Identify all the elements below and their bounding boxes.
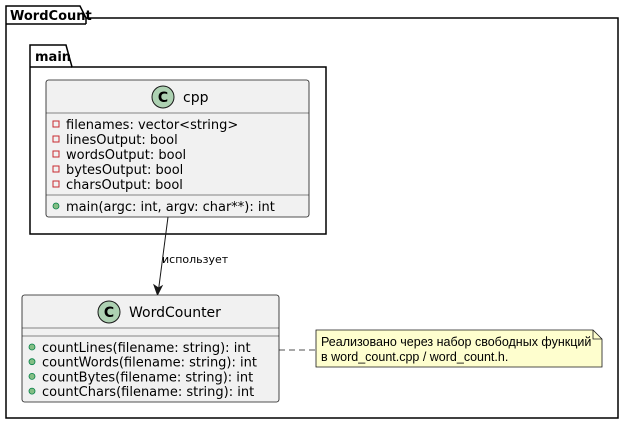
class-badge-icon: C (97, 300, 121, 324)
public-visibility-icon (28, 343, 36, 351)
package-wordcount-title: WordCount (10, 9, 92, 24)
class-method: countWords(filename: string): int (42, 356, 257, 371)
class-field: filenames: vector<string> (66, 118, 238, 133)
class-method: countChars(filename: string): int (42, 385, 254, 400)
class-field: charsOutput: bool (66, 178, 183, 193)
relation-label: использует (162, 253, 229, 266)
class-name: cpp (183, 90, 209, 106)
private-visibility-icon (52, 120, 60, 128)
note-line: в word_count.cpp / word_count.h. (321, 350, 508, 364)
private-visibility-icon (52, 180, 60, 188)
class-field: wordsOutput: bool (66, 148, 186, 163)
class-methods: countLines(filename: string): intcountWo… (28, 341, 257, 400)
public-visibility-icon (28, 358, 36, 366)
class-fields: filenames: vector<string>linesOutput: bo… (52, 118, 238, 193)
arrowhead-icon (153, 283, 164, 297)
package-main-title: main (35, 50, 71, 65)
note: Реализовано через набор свободных функци… (315, 329, 603, 368)
uses-relation: использует (153, 216, 229, 297)
private-visibility-icon (52, 150, 60, 158)
class-wordcounter[interactable]: C WordCounter countLines(filename: strin… (21, 294, 280, 403)
class-badge-letter: C (104, 305, 114, 321)
note-line: Реализовано через набор свободных функци… (321, 335, 591, 349)
class-field: linesOutput: bool (66, 133, 178, 148)
class-methods: main(argc: int, argv: char**): int (52, 200, 275, 215)
private-visibility-icon (52, 135, 60, 143)
class-cpp[interactable]: C cpp filenames: vector<string>linesOutp… (45, 79, 310, 218)
public-visibility-icon (28, 387, 36, 395)
private-visibility-icon (52, 165, 60, 173)
class-method: countLines(filename: string): int (42, 341, 251, 356)
class-method: main(argc: int, argv: char**): int (66, 200, 275, 215)
public-visibility-icon (52, 202, 60, 210)
class-name: WordCounter (129, 305, 221, 321)
public-visibility-icon (28, 372, 36, 380)
class-method: countBytes(filename: string): int (42, 370, 253, 385)
class-badge-icon: C (151, 85, 175, 109)
class-badge-letter: C (158, 90, 168, 106)
class-field: bytesOutput: bool (66, 163, 183, 178)
